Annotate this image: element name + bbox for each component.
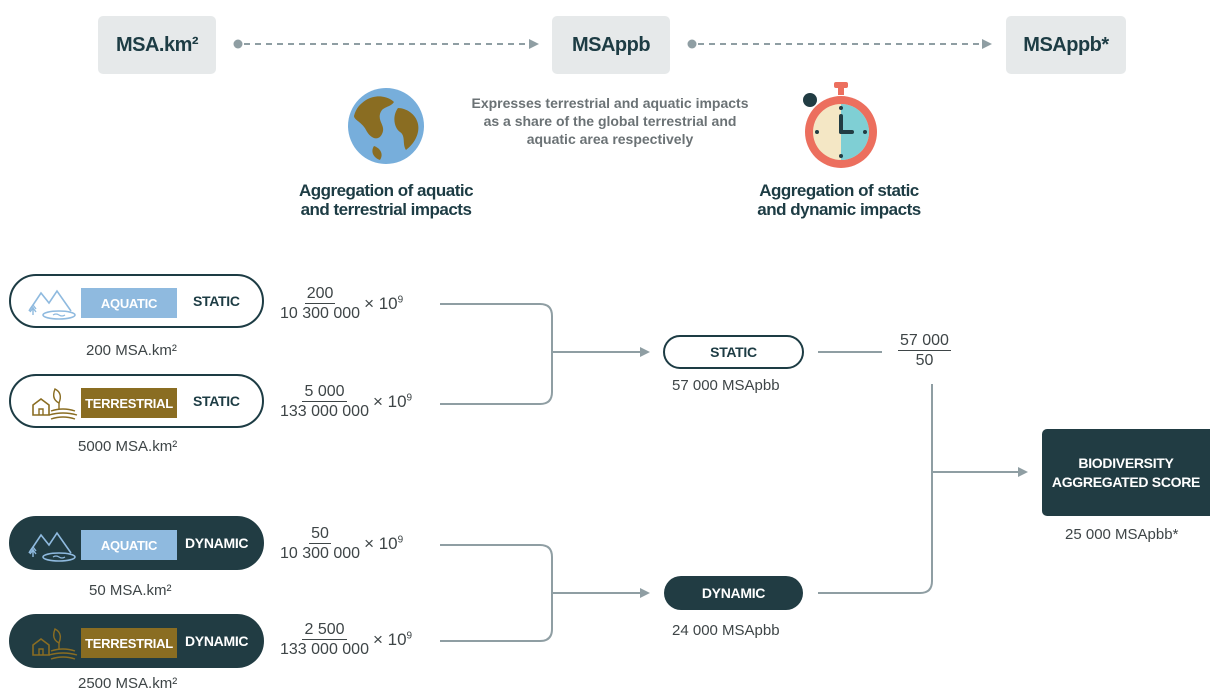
formula-numerator: 2 500 [302, 621, 347, 640]
formula-numerator: 5 000 [302, 383, 347, 402]
score-caption: 25 000 MSApbb* [1065, 526, 1179, 543]
terrestrial-static-formula: 5 000 133 000 000 × 109 [280, 382, 412, 421]
globe-icon [348, 88, 424, 164]
formula-denominator: 133 000 000 [280, 403, 369, 420]
static-node-caption: 57 000 MSApbb [672, 377, 780, 394]
aquatic-static-formula: 200 10 300 000 × 109 [280, 284, 403, 323]
formula-multiplier: × 109 [372, 629, 413, 649]
score-line-2: AGGREGATED SCORE [1051, 473, 1201, 490]
formula-denominator: 10 300 000 [280, 305, 361, 322]
stopwatch-icon [803, 82, 877, 168]
formula-numerator: 200 [304, 285, 336, 304]
terrestrial-static-pill: TERRESTRIAL STATIC [9, 374, 264, 428]
dynamic-node-caption: 24 000 MSApbb [672, 622, 780, 639]
terrestrial-static-caption: 5000 MSA.km² [78, 438, 178, 455]
terrestrial-dynamic-pill: TERRESTRIAL DYNAMIC [9, 614, 264, 668]
aquatic-static-pill: AQUATIC STATIC [9, 274, 264, 328]
static-type-label: STATIC [193, 393, 240, 409]
msa-km2-label: MSA.km² [115, 33, 199, 56]
aquatic-tag: AQUATIC [81, 530, 177, 560]
msappb-label: MSAppb [571, 33, 651, 56]
score-line-1: BIODIVERSITY [1078, 454, 1174, 471]
formula-multiplier: × 109 [372, 391, 413, 411]
farm-field-icon [32, 628, 78, 660]
msappb-star-box: MSAppb* [1006, 16, 1126, 74]
formula-numerator: 50 [309, 525, 331, 544]
formula-multiplier: × 109 [364, 533, 404, 553]
aquatic-static-caption: 200 MSA.km² [86, 342, 177, 359]
aggregation-static-dynamic: Aggregation of static and dynamic impact… [724, 181, 954, 219]
dynamic-type-label: DYNAMIC [185, 535, 249, 551]
formula-multiplier: × 109 [364, 293, 404, 313]
aggregation-left-line-2: and terrestrial impacts [300, 200, 472, 219]
formula-denominator: 133 000 000 [280, 641, 369, 658]
terrestrial-tag: TERRESTRIAL [81, 388, 177, 418]
division-formula: 57 000 50 [898, 331, 951, 370]
aquatic-tag: AQUATIC [81, 288, 177, 318]
terrestrial-dynamic-caption: 2500 MSA.km² [78, 675, 178, 692]
aggregation-left-line-1: Aggregation of aquatic [298, 181, 474, 200]
division-numerator: 57 000 [898, 332, 951, 351]
aquatic-dynamic-formula: 50 10 300 000 × 109 [280, 524, 403, 563]
aggregation-right-line-2: and dynamic impacts [757, 200, 921, 219]
dynamic-node: DYNAMIC [664, 576, 803, 610]
aggregation-aquatic-terrestrial: Aggregation of aquatic and terrestrial i… [266, 181, 506, 219]
division-denominator: 50 [915, 352, 934, 369]
msappb-box: MSAppb [552, 16, 670, 74]
aggregation-right-line-1: Aggregation of static [759, 181, 919, 200]
farm-field-icon [32, 388, 78, 420]
formula-denominator: 10 300 000 [280, 545, 361, 562]
static-node: STATIC [663, 335, 804, 369]
dynamic-type-label: DYNAMIC [185, 633, 249, 649]
static-type-label: STATIC [193, 293, 240, 309]
description-text: Expresses terrestrial and aquatic impact… [471, 95, 749, 147]
biodiversity-score-box: BIODIVERSITY AGGREGATED SCORE [1042, 429, 1210, 516]
aquatic-dynamic-pill: AQUATIC DYNAMIC [9, 516, 264, 570]
msa-km2-box: MSA.km² [98, 16, 216, 74]
mountain-lake-icon [28, 531, 76, 562]
terrestrial-tag: TERRESTRIAL [81, 628, 177, 658]
aquatic-dynamic-caption: 50 MSA.km² [89, 582, 172, 599]
msappb-star-label: MSAppb* [1023, 33, 1109, 56]
mountain-lake-icon [28, 289, 76, 320]
terrestrial-dynamic-formula: 2 500 133 000 000 × 109 [280, 620, 412, 659]
